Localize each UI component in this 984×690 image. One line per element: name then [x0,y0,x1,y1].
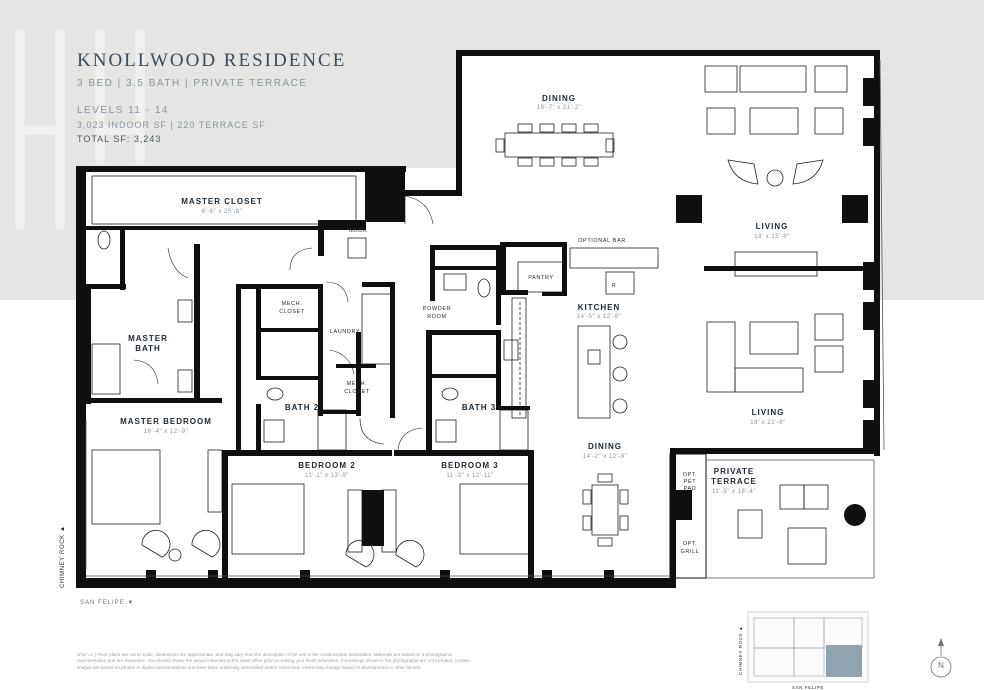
room-powder-line1: POWDER [423,306,451,312]
bottom-street-label: SAN FELIPE ▼ [80,600,135,606]
room-private-terrace-line2: TERRACE [711,477,757,486]
walls [76,50,880,588]
compass-north-label: N [938,661,944,670]
compass-icon [930,638,952,678]
room-kitchen-dim: 14'-5" x 12'-8" [577,314,621,320]
room-fridge: R [612,283,617,289]
room-laundry: LAUNDRY [330,329,360,335]
keyplan-side-street: CHIMNEY ROCK ▲ [738,626,743,675]
room-bath-2: BATH 2 [285,403,319,412]
plan-levels: LEVELS 11 - 14 [77,105,169,116]
room-bedroom-3: BEDROOM 3 [441,461,498,470]
room-living-bottom: LIVING [752,408,785,417]
room-master-bedroom-dim: 16'-4" x 12'-9" [144,429,188,435]
room-mech-closet-2-line2: CLOSET [344,389,370,395]
keyplan-highlight [826,645,862,677]
plan-total-sf: TOTAL SF: 3,243 [77,134,162,144]
room-opt-pet-pad-line2: PET [684,479,697,485]
room-opt-grill-line2: GRILL [681,549,700,555]
room-master-closet: MASTER CLOSET [181,197,262,206]
side-street-label: CHIMNEY ROCK ▲ [60,525,66,588]
room-pantry: PANTRY [528,275,553,281]
room-optional-bar: OPTIONAL BAR [578,238,626,244]
room-master-bath-line1: MASTER [128,334,168,343]
keyplan-bottom-street: SAN FELIPE [792,685,824,690]
room-master-bedroom: MASTER BEDROOM [120,417,212,426]
room-opt-pet-pad-line3: PAD [684,486,697,492]
room-private-terrace-line1: PRIVATE [714,467,754,476]
room-kitchen: KITCHEN [578,303,621,312]
plan-square-footage: 3,023 INDOOR SF | 220 TERRACE SF [77,120,266,130]
room-bedroom-2: BEDROOM 2 [298,461,355,470]
windows [85,59,885,579]
room-living-bottom-dim: 18' x 21'-6" [750,420,785,426]
plan-subtitle: 3 BED | 3.5 BATH | PRIVATE TERRACE [77,78,308,89]
room-mech-closet-1-line2: CLOSET [279,309,305,315]
room-opt-grill-line1: OPT. [683,541,698,547]
furniture [91,65,848,568]
room-labels: DINING 18'-7" x 21'-2" MASTER CLOSET 6'-… [120,94,789,555]
room-mech-closet-2-line1: MECH. [347,381,368,387]
room-master-closet-dim: 6'-6" x 25'-8" [202,209,243,215]
room-dining-bottom-dim: 14'-2" x 12'-9" [583,454,627,460]
room-nook: NOOK [349,228,368,234]
room-bedroom-2-dim: 11'-1" x 13'-9" [305,473,349,479]
room-living-top: LIVING [756,222,789,231]
room-dining-bottom: DINING [588,442,622,451]
room-master-bath-line2: BATH [135,344,161,353]
room-bath-3: BATH 3 [462,403,496,412]
room-dining-top: DINING [542,94,576,103]
room-powder-line2: ROOM [427,314,447,320]
plan-header: KNOLLWOOD RESIDENCE 3 BED | 3.5 BATH | P… [77,50,437,144]
room-mech-closet-1-line1: MECH. [282,301,303,307]
room-living-top-dim: 18' x 15'-8" [754,234,789,240]
room-dining-top-dim: 18'-7" x 21'-2" [537,105,581,111]
plan-title: KNOLLWOOD RESIDENCE [77,50,347,71]
room-bedroom-3-dim: 11'-3" x 12'-11" [446,473,493,479]
disclaimer-text: 3/16"=1' | Floor plans are not to scale,… [77,652,470,670]
room-private-terrace-dim: 11'-5" x 18'-4" [712,489,756,495]
north-compass: N [930,636,952,680]
keyplan: CHIMNEY ROCK ▲ SAN FELIPE [738,611,869,690]
room-opt-pet-pad-line1: OPT. [683,472,698,478]
